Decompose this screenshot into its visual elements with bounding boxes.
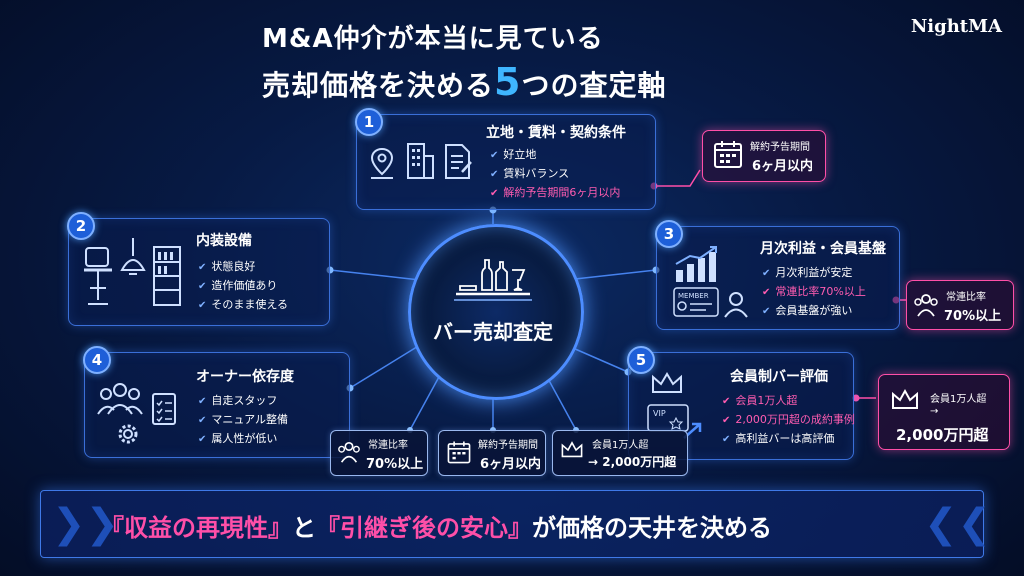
people-group-icon xyxy=(338,441,360,463)
list-item: 月次利益が安定 xyxy=(762,264,866,283)
axis-number-1: 1 xyxy=(355,108,383,136)
member-card-label: MEMBER xyxy=(678,292,709,300)
map-pin-icon xyxy=(370,147,394,179)
axis-title-4: オーナー依存度 xyxy=(196,369,294,385)
axis-number-4: 4 xyxy=(83,346,111,374)
checklist-icon xyxy=(152,393,176,425)
bottles-icon xyxy=(454,259,532,301)
chevron-right-icon: ❮❮ xyxy=(924,501,992,547)
vip-card-label: VIP xyxy=(653,409,666,418)
mini-notice-big: 6ヶ月以内 xyxy=(480,457,542,472)
mini-members-big: → 2,000万円超 xyxy=(588,455,677,469)
axis-title-3: 月次利益・会員基盤 xyxy=(760,241,886,257)
list-item: 解約予告期間6ヶ月以内 xyxy=(490,184,620,203)
callout-members-small: 会員1万人超 xyxy=(930,394,987,405)
mini-card-notice xyxy=(438,430,546,476)
list-item: 属人性が低い xyxy=(198,430,288,449)
axis-items-1: 好立地 賃料バランス 解約予告期間6ヶ月以内 xyxy=(490,146,620,203)
list-item: 賃料バランス xyxy=(490,165,620,184)
callout-regular-small: 常連比率 xyxy=(946,292,986,303)
center-circle xyxy=(408,224,584,400)
list-item: 会員1万人超 xyxy=(722,392,855,411)
banner-part3: 『引継ぎ後の安心』 xyxy=(316,514,532,542)
axis-title-2: 内装設備 xyxy=(196,233,252,249)
title-suffix: つの査定軸 xyxy=(521,69,667,102)
callout-members-big: 2,000万円超 xyxy=(896,426,989,444)
banner-part2: と xyxy=(292,514,316,542)
callout-members xyxy=(878,374,1010,450)
banner-part1: 『収益の再現性』 xyxy=(100,514,292,542)
gear-icon xyxy=(118,424,138,444)
chevron-left-icon: ❯❯ xyxy=(52,501,120,547)
crown-icon xyxy=(561,441,583,458)
center-label: バー売却査定 xyxy=(433,320,553,344)
axis-items-4: 自走スタッフ マニュアル整備 属人性が低い xyxy=(198,392,288,449)
callout-members-arrow: → xyxy=(930,406,939,417)
page-title-line2: 売却価格を決める5つの査定軸 xyxy=(262,60,666,104)
axis-items-3: 月次利益が安定 常連比率70%以上 会員基盤が強い xyxy=(762,264,866,321)
shelf-icon xyxy=(153,246,181,306)
calendar-icon xyxy=(714,141,742,168)
title-prefix: 売却価格を決める xyxy=(262,69,495,102)
banner-part4: が価格の天井を決める xyxy=(532,514,772,542)
logo: NightMA xyxy=(910,16,1002,37)
list-item: そのまま使える xyxy=(198,296,288,315)
mini-regular-big: 70%以上 xyxy=(366,457,424,472)
callout-notice-big: 6ヶ月以内 xyxy=(752,159,814,174)
page-title-line1: M&A仲介が本当に見ている xyxy=(262,24,604,54)
callout-regular-ratio xyxy=(906,280,1014,330)
list-item: 自走スタッフ xyxy=(198,392,288,411)
axis-number-2: 2 xyxy=(67,212,95,240)
list-item: 高利益バーは高評価 xyxy=(722,430,855,449)
list-item: 会員基盤が強い xyxy=(762,302,866,321)
list-item: 状態良好 xyxy=(198,258,288,277)
list-item: 常連比率70%以上 xyxy=(762,283,865,302)
pendant-lamp-icon xyxy=(120,238,146,275)
bar-stool-icon xyxy=(84,247,112,305)
callout-regular-big: 70%以上 xyxy=(944,309,1002,324)
axis-items-2: 状態良好 造作価値あり そのまま使える xyxy=(198,258,288,315)
crown-icon xyxy=(892,388,918,409)
people-group-icon xyxy=(97,383,143,415)
mini-notice-small: 解約予告期間 xyxy=(478,440,538,451)
people-group-icon xyxy=(914,294,938,317)
growth-chart-icon xyxy=(675,246,717,282)
list-item: 2,000万円超の成約事例 xyxy=(722,411,855,430)
bottom-banner xyxy=(40,490,984,558)
axis-number-5: 5 xyxy=(627,346,655,374)
axis-title-1: 立地・賃料・契約条件 xyxy=(486,125,626,141)
person-icon xyxy=(724,292,748,318)
mini-members-small: 会員1万人超 xyxy=(592,440,649,451)
document-icon xyxy=(445,144,472,179)
axis-title-5: 会員制バー評価 xyxy=(730,369,828,385)
member-card-icon: MEMBER xyxy=(673,287,719,317)
crown-icon xyxy=(652,372,682,393)
mini-card-members xyxy=(552,430,688,476)
mini-card-regular xyxy=(330,430,428,476)
title-number: 5 xyxy=(494,60,522,104)
building-icon xyxy=(407,143,434,179)
list-item: 造作価値あり xyxy=(198,277,288,296)
mini-regular-small: 常連比率 xyxy=(368,440,408,451)
axis-items-5: 会員1万人超 2,000万円超の成約事例 高利益バーは高評価 xyxy=(722,392,855,449)
list-item: 好立地 xyxy=(490,146,620,165)
axis-number-3: 3 xyxy=(655,220,683,248)
callout-notice-small: 解約予告期間 xyxy=(750,142,810,153)
banner-text: 『収益の再現性』と『引継ぎ後の安心』が価格の天井を決める xyxy=(100,508,772,543)
calendar-icon xyxy=(447,441,471,464)
list-item: マニュアル整備 xyxy=(198,411,288,430)
